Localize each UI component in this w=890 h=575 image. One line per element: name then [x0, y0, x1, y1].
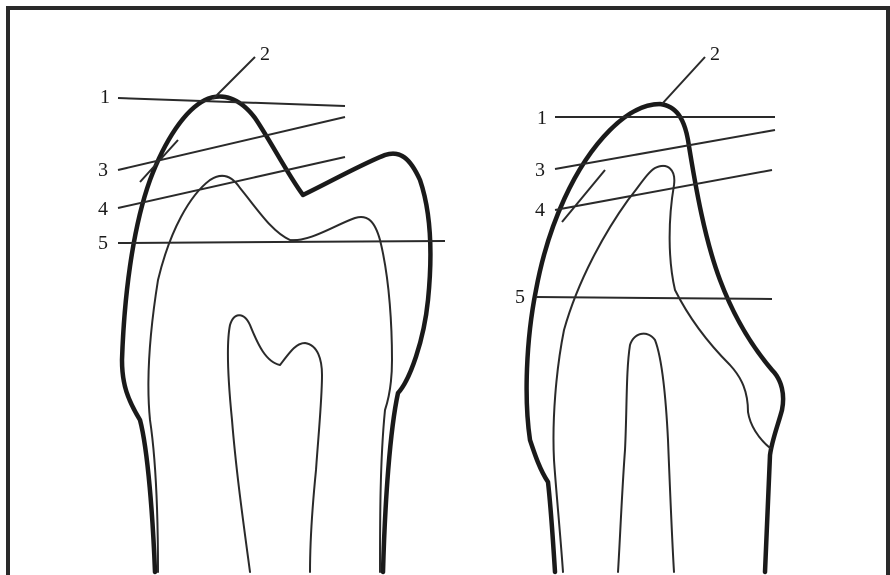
left-leader-2	[213, 57, 255, 99]
left-leader-3b	[140, 140, 178, 182]
right-leader-3b	[562, 170, 605, 222]
right-leader-3	[555, 130, 775, 169]
left-tooth-pulp-outline	[228, 315, 322, 572]
left-label-2: 2	[260, 43, 270, 65]
left-label-4: 4	[98, 198, 108, 220]
left-label-3: 3	[98, 159, 108, 181]
left-tooth-enamel-outline	[122, 97, 430, 572]
right-label-2: 2	[710, 43, 720, 65]
left-tooth-dentin-outline	[148, 176, 392, 572]
right-label-4: 4	[535, 199, 545, 221]
figure-frame	[8, 8, 888, 575]
right-tooth: 1 2 3 4 5	[515, 43, 783, 572]
right-label-1: 1	[537, 107, 547, 129]
right-label-5: 5	[515, 286, 525, 308]
left-label-1: 1	[100, 86, 110, 108]
right-leader-5	[536, 297, 772, 299]
right-tooth-pulp-outline	[618, 334, 674, 572]
left-leader-4	[118, 157, 345, 208]
right-leader-2	[662, 57, 705, 104]
left-tooth: 1 2 3 4 5	[98, 43, 445, 572]
left-leader-5	[118, 241, 445, 243]
left-leader-3	[118, 117, 345, 170]
right-label-3: 3	[535, 159, 545, 181]
left-label-5: 5	[98, 232, 108, 254]
